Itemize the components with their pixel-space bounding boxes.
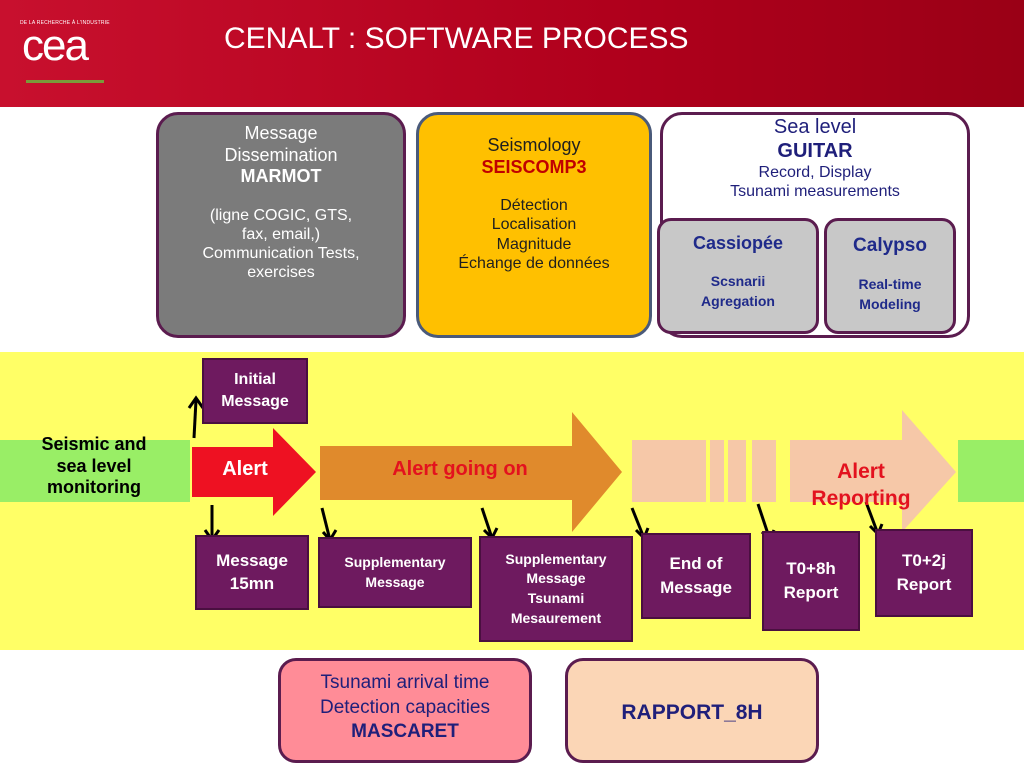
monitoring-strip-right	[958, 440, 1024, 502]
sealevel-name: GUITAR	[777, 140, 853, 162]
alert-reporting-arrow	[790, 410, 956, 532]
marmot-line1: Message	[244, 123, 318, 143]
separator-segment-2	[710, 440, 724, 502]
marmot-detail3: Communication Tests,	[202, 245, 360, 263]
seiscomp-detail4: Échange de données	[458, 254, 610, 272]
header-bar	[0, 0, 1024, 107]
mascaret-box: Tsunami arrival time Detection capacitie…	[278, 658, 532, 763]
initial-line2: Message	[221, 393, 289, 410]
t02-line1: T0+2j	[902, 551, 946, 571]
separator-segment-1	[632, 440, 706, 502]
t08-line1: T0+8h	[786, 559, 836, 579]
alert-label: Alert	[222, 458, 268, 480]
rapport-name: RAPPORT_8H	[621, 701, 763, 724]
seiscomp-detail1: Détection	[500, 197, 568, 215]
calypso-line1: Real-time	[858, 276, 922, 292]
separator-segment-3	[728, 440, 746, 502]
initial-line1: Initial	[234, 370, 276, 388]
monitoring-label-line2: sea level	[56, 455, 132, 476]
marmot-line2: Dissemination	[224, 144, 338, 165]
alert-reporting-line2: Reporting	[811, 487, 911, 511]
seiscomp-detail2: Localisation	[491, 216, 577, 234]
logo-subtitle: DE LA RECHERCHE À L'INDUSTRIE	[20, 20, 110, 26]
supp2-line1: Supplementary	[505, 550, 607, 567]
arrow-to-t02	[864, 501, 880, 535]
alert-reporting-label: Alert Reporting	[792, 458, 930, 513]
supp1-line1: Supplementary	[344, 553, 446, 570]
seiscomp-line1: Seismology	[487, 135, 581, 155]
rapport-8h-box: RAPPORT_8H	[565, 658, 819, 763]
seiscomp-name: SEISCOMP3	[481, 156, 587, 177]
t02-line2: Report	[896, 575, 952, 594]
cassiopee-box: Cassiopée Scsnarii Agregation	[657, 218, 819, 334]
end-line2: Message	[660, 578, 732, 597]
t08-line2: Report	[783, 583, 839, 602]
alert-reporting-line1: Alert	[837, 460, 885, 483]
cassiopee-line2: Agregation	[701, 292, 775, 309]
logo-underline	[26, 80, 104, 83]
mascaret-name: MASCARET	[351, 721, 459, 743]
supplementary-tsunami-doc: Supplementary Message Tsunami Mesauremen…	[479, 536, 633, 642]
msg15-line2: 15mn	[229, 573, 275, 593]
supp2-line2: Message	[526, 570, 586, 587]
sealevel-line4: Tsunami measurements	[730, 183, 900, 201]
cea-logo: cea	[22, 21, 89, 70]
page-title: CENALT : SOFTWARE PROCESS	[224, 22, 689, 55]
calypso-line2: Modeling	[859, 295, 921, 312]
arrow-to-supp1	[320, 507, 332, 541]
sealevel-line3: Record, Display	[758, 164, 872, 181]
mascaret-line2: Detection capacities	[319, 696, 491, 718]
alert-going-on-arrow	[320, 412, 622, 532]
marmot-detail1: (ligne COGIC, GTS,	[209, 206, 353, 224]
monitoring-strip-left	[0, 440, 190, 502]
supp2-line3: Tsunami	[527, 590, 585, 606]
monitoring-label: Seismic and sea level monitoring	[6, 434, 182, 499]
supp1-line2: Message	[365, 573, 425, 590]
end-of-message-doc: End of Message	[641, 533, 751, 619]
cassiopee-title: Cassiopée	[692, 233, 784, 253]
marmot-detail4: exercises	[247, 264, 315, 282]
marmot-detail2: fax, email,)	[241, 225, 321, 243]
monitoring-label-line3: monitoring	[47, 477, 141, 498]
arrow-to-supp2	[480, 507, 494, 539]
seiscomp-detail3: Magnitude	[496, 235, 572, 253]
arrow-to-initial	[192, 399, 198, 439]
cassiopee-line1: Scsnarii	[710, 273, 766, 289]
marmot-name: MARMOT	[240, 166, 322, 187]
supp2-line4: Mesaurement	[510, 609, 602, 626]
alert-arrow	[192, 428, 316, 516]
seiscomp-box: Seismology SEISCOMP3 Détection Localisat…	[416, 112, 652, 338]
calypso-box: Calypso Real-time Modeling	[824, 218, 956, 334]
alert-going-on-label: Alert going on	[392, 458, 528, 480]
sealevel-line1: Sea level	[773, 116, 857, 138]
marmot-box: Message Dissemination MARMOT (ligne COGI…	[156, 112, 406, 338]
calypso-title: Calypso	[853, 235, 927, 256]
mascaret-line1: Tsunami arrival time	[320, 672, 490, 693]
separator-segment-4	[752, 440, 776, 502]
monitoring-label-line1: Seismic and	[41, 434, 147, 454]
end-line1: End of	[669, 554, 723, 574]
msg15-line1: Message	[216, 551, 288, 571]
